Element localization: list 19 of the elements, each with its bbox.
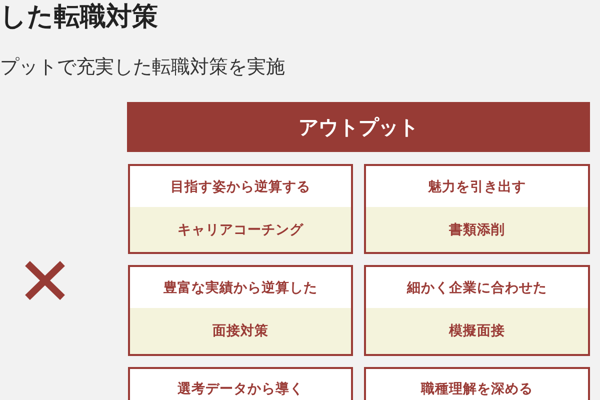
card: [128, 265, 353, 356]
page-title: した転職対策: [0, 4, 158, 30]
header-band: アウトプット: [127, 102, 590, 152]
card-heading: 細かく企業に合わせた: [406, 278, 548, 298]
card-heading: 魅力を引き出す: [426, 178, 527, 196]
card-label: キャリアコーチング: [130, 207, 351, 252]
card: [128, 164, 353, 254]
card-label: 模擬面接: [366, 308, 588, 354]
card-heading: 目指す姿から逆算する: [170, 178, 312, 196]
card-label: 面接対策: [130, 308, 351, 354]
card: [364, 265, 590, 356]
subtitle: プットで充実した転職対策を実施: [0, 58, 285, 77]
card-label: 書類添削: [366, 207, 588, 252]
card-heading: 選考データから導く: [176, 380, 304, 399]
card: [128, 367, 353, 400]
card-heading: 職種理解を深める: [420, 380, 534, 399]
card-heading: 豊富な実績から逆算した: [162, 278, 318, 298]
card: [364, 367, 590, 400]
card: [364, 164, 590, 254]
